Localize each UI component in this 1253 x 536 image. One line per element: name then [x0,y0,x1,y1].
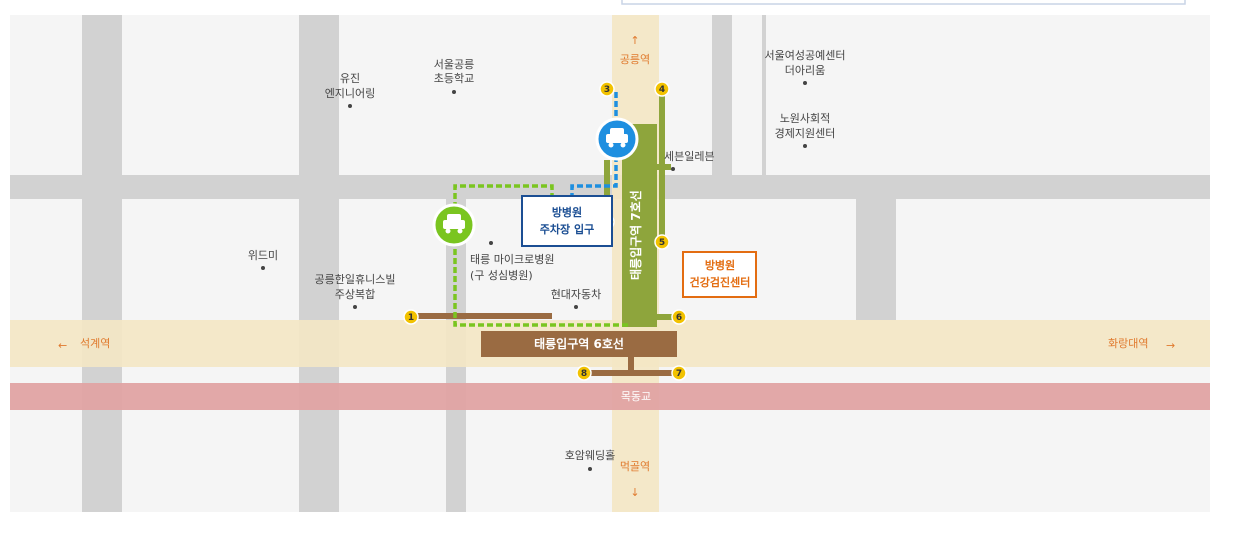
landmark-womens-center: 서울여성공예센터 더아리움 [765,49,846,85]
svg-text:5: 5 [659,238,665,248]
north-station-label: 공릉역 [620,53,650,66]
svg-text:노원사회적: 노원사회적 [780,112,831,125]
line7-track [657,164,671,170]
line6-track [412,313,552,319]
green-route [453,240,630,327]
blue-route [570,156,618,196]
svg-text:호암웨딩홀: 호암웨딩홀 [565,449,616,462]
line6-track [628,357,634,373]
svg-text:유진: 유진 [340,72,360,85]
road-vertical [762,15,766,175]
line6-track [584,370,680,376]
svg-text:방병원: 방병원 [705,258,735,272]
svg-text:서울여성공예센터: 서울여성공예센터 [765,49,846,62]
exit-1: 1 [403,309,419,325]
svg-text:건강검진센터: 건강검진센터 [690,275,751,289]
landmark-seven-eleven: 세븐일레븐 [664,149,715,171]
svg-text:태릉 마이크로병원: 태릉 마이크로병원 [470,253,554,266]
svg-text:더아리움: 더아리움 [785,64,825,77]
exit-6: 6 [671,309,687,325]
road-vertical [712,15,732,175]
line6-label: 태릉입구역 6호선 [534,336,624,351]
svg-text:(구 성심병원): (구 성심병원) [470,269,533,282]
landmark-gongneung-hanil: 공릉한일휴니스빌 주상복합 [315,272,396,309]
svg-text:현대자동차: 현대자동차 [551,288,602,301]
svg-text:주차장 입구: 주차장 입구 [540,222,594,236]
line7-track [604,160,610,222]
main-road-label: 목동교 [621,390,651,403]
exit-3: 3 [599,81,615,97]
svg-text:주상복합: 주상복합 [335,288,375,301]
line7-station [622,124,657,327]
south-station-label: 먹골역 [620,460,650,473]
landmark-nowon-center: 노원사회적 경제지원센터 [775,112,836,148]
landmark-widmi: 위드미 [248,249,278,270]
road-vertical [856,198,896,320]
exit-5: 5 [654,234,670,250]
landmark-hoam: 호암웨딩홀 [565,449,616,471]
line6-station [481,331,677,357]
svg-text:3: 3 [604,85,610,95]
road-vertical [299,15,339,512]
svg-text:7: 7 [676,369,682,379]
landmark-school: 서울공릉 초등학교 [434,58,474,94]
svg-text:엔지니어링: 엔지니어링 [325,87,376,100]
west-arrow: ← [58,339,67,352]
hospital-parking-entrance: 방병원 주차장 입구 [521,195,613,247]
svg-text:경제지원센터: 경제지원센터 [775,127,836,140]
svg-text:서울공릉: 서울공릉 [434,58,474,71]
exit-8: 8 [576,365,592,381]
svg-text:세븐일레븐: 세븐일레븐 [664,149,715,163]
svg-text:1: 1 [408,313,414,323]
svg-text:8: 8 [581,369,587,379]
east-station-label: 화랑대역 [1108,337,1148,350]
line7-track [657,314,679,320]
svg-text:초등학교: 초등학교 [434,72,474,85]
blue-car-icon [595,117,639,161]
north-arrow: ↑ [630,34,639,47]
landmark-eugene: 유진 엔지니어링 [325,72,376,108]
line7-label: 태릉입구역 7호선 [628,190,643,280]
landmark-hyundai: 현대자동차 [551,288,602,309]
checkup-center-box: 방병원 건강검진센터 [682,251,757,298]
south-arrow: ↓ [630,486,639,499]
top-panel-edge [621,0,1186,5]
svg-text:공릉한일휴니스빌: 공릉한일휴니스빌 [315,272,396,286]
svg-text:방병원: 방병원 [552,205,582,219]
svg-text:위드미: 위드미 [248,249,278,262]
exit-4: 4 [654,81,670,97]
road-vertical [82,15,122,512]
landmark-taereung-hospital: 태릉 마이크로병원 (구 성심병원) [470,241,554,282]
svg-text:6: 6 [676,313,682,323]
exit-7: 7 [671,365,687,381]
green-car-icon [432,203,476,247]
svg-text:4: 4 [659,85,665,95]
map-background [10,15,1210,512]
east-arrow: → [1166,339,1175,352]
west-station-label: 석계역 [80,337,110,350]
main-road [10,383,1210,410]
